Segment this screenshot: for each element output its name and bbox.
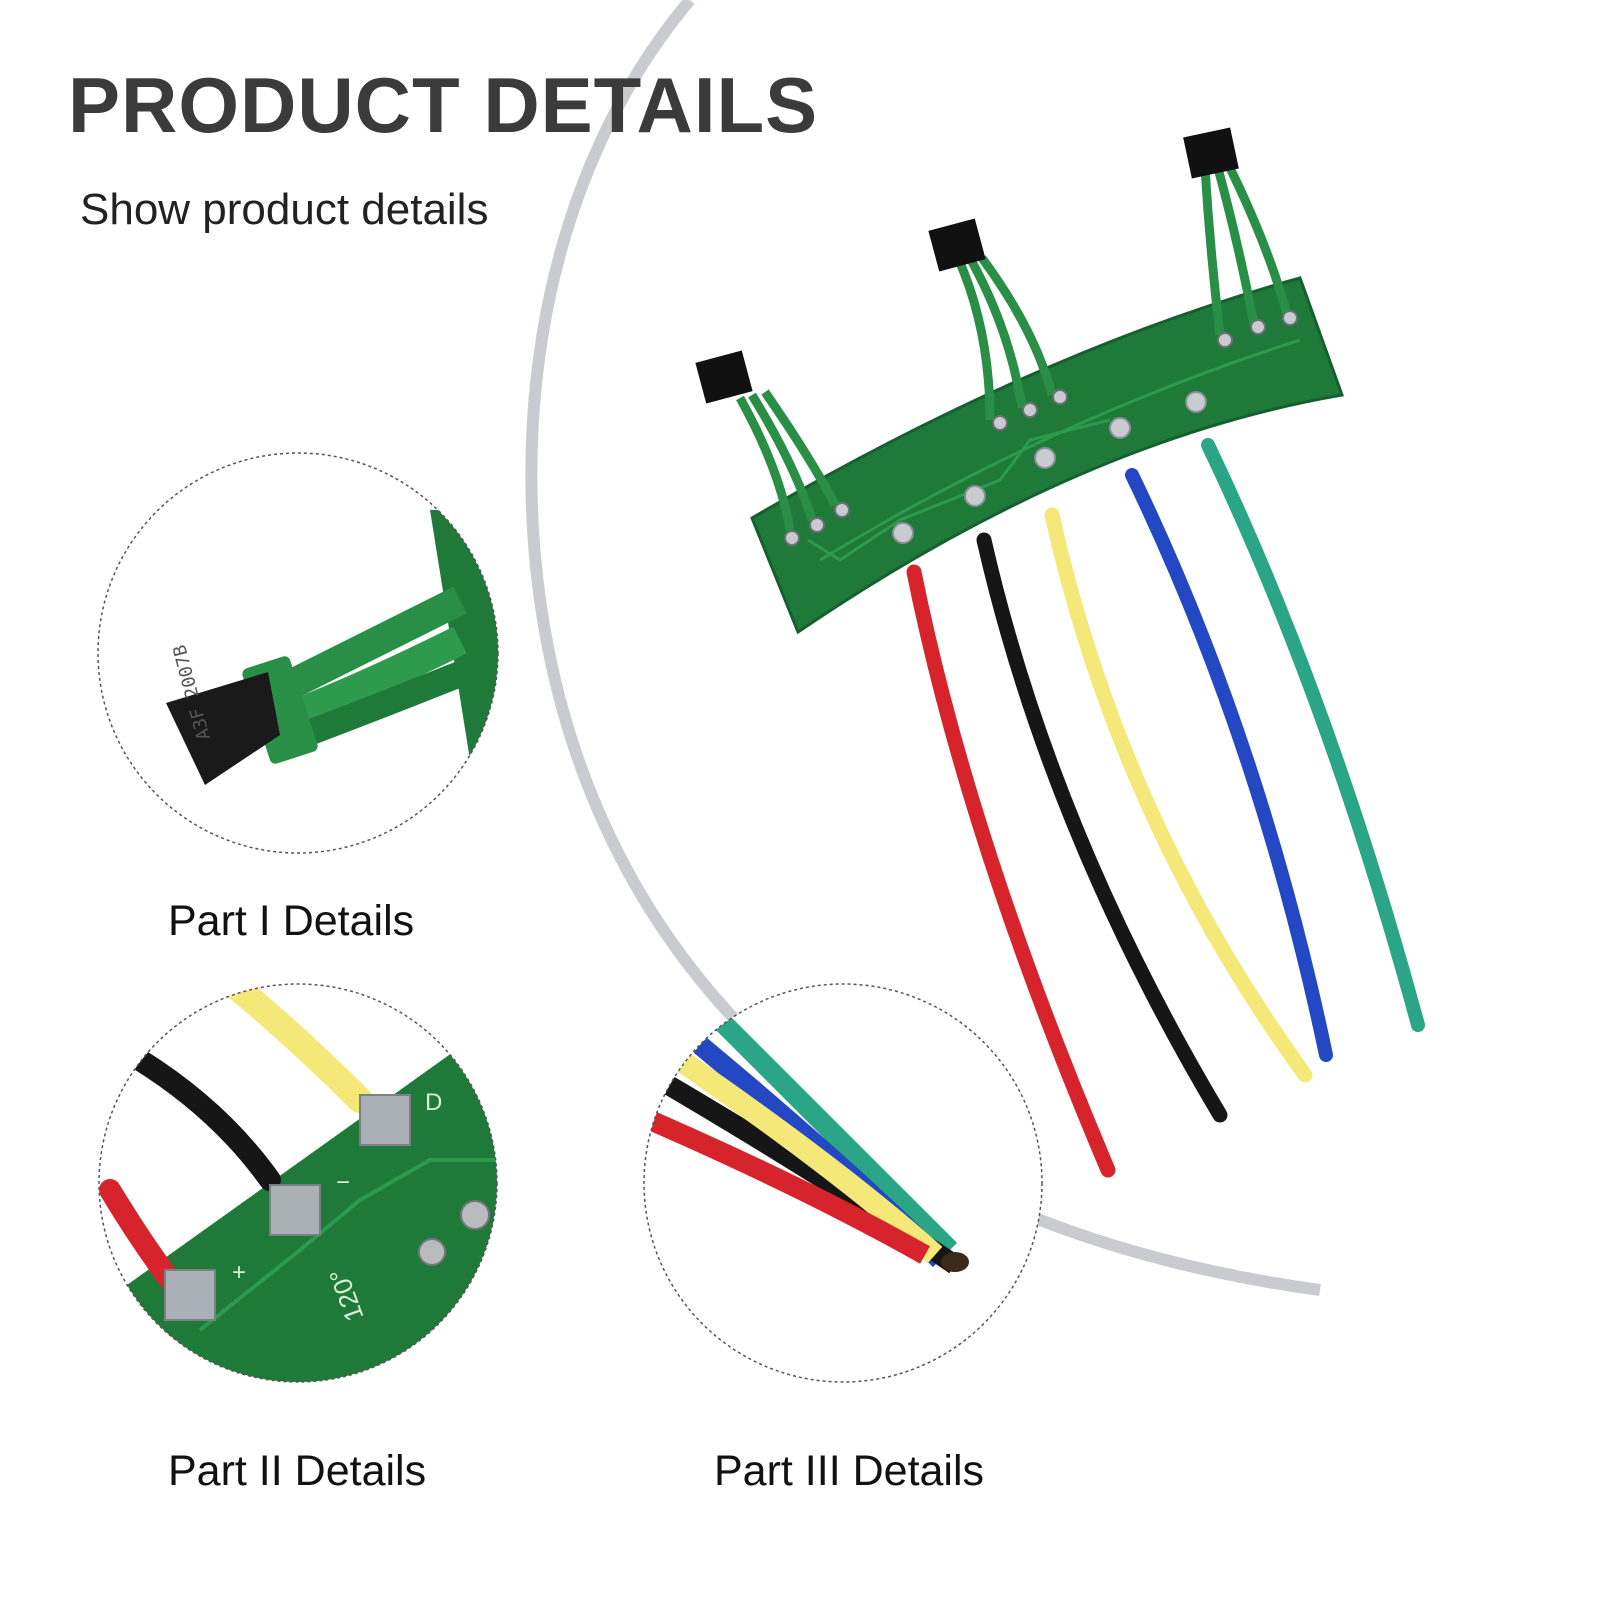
- main-product-image: [695, 127, 1425, 1178]
- wire-yellow: [1044, 507, 1313, 1083]
- detail-circle-part-2: + − D 120°: [98, 983, 498, 1383]
- chip-body: [166, 672, 280, 785]
- caption-part-2: Part II Details: [168, 1447, 427, 1495]
- plus-marking: +: [232, 1259, 246, 1286]
- caption-part-3: Part III Details: [714, 1447, 985, 1495]
- wire-black: [976, 532, 1228, 1123]
- detail-circle-part-1: A3F 2007B: [97, 452, 499, 854]
- minus-marking: −: [336, 1169, 350, 1196]
- wire-blue: [1125, 468, 1333, 1062]
- wire-teal: [1201, 438, 1425, 1032]
- letter-marking: D: [425, 1089, 442, 1116]
- page-subtitle: Show product details: [80, 185, 489, 234]
- wire-red: [906, 564, 1116, 1178]
- detail-circle-part-3: [643, 983, 1043, 1383]
- page-title: PRODUCT DETAILS: [68, 61, 819, 149]
- caption-part-1: Part I Details: [168, 897, 415, 945]
